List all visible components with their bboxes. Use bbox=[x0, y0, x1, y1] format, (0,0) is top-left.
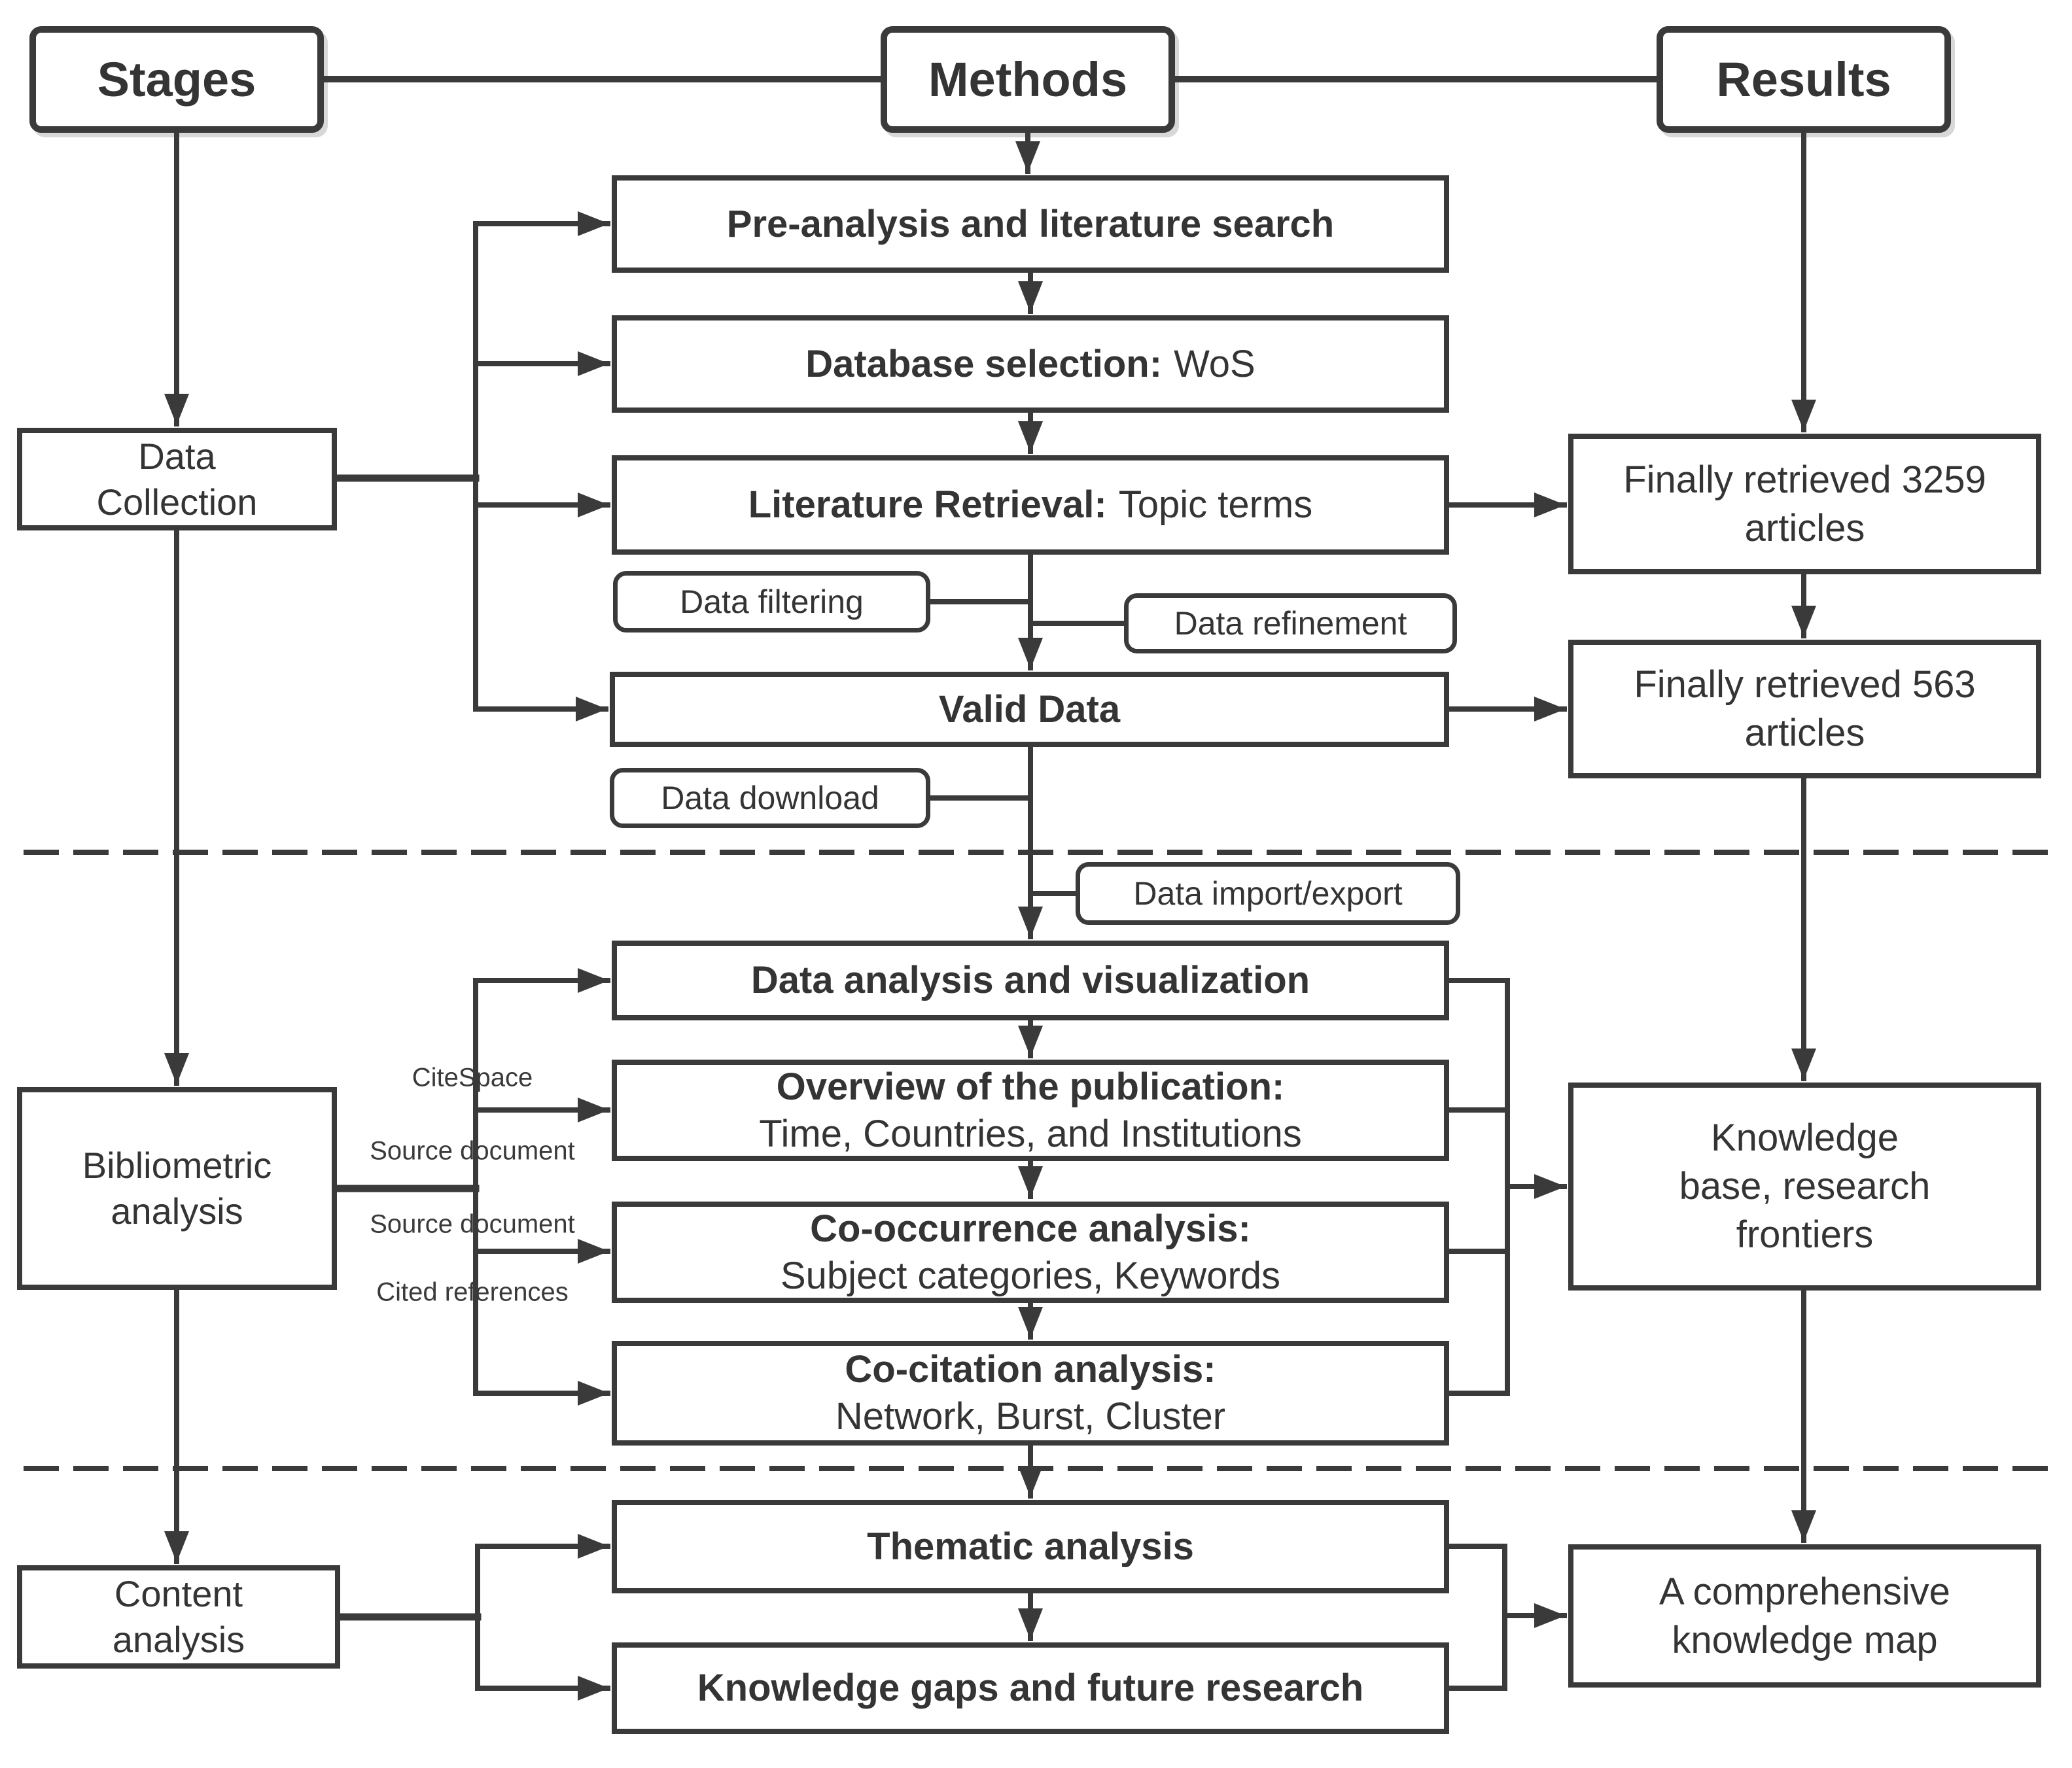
result-label-line: knowledge map bbox=[1672, 1618, 1938, 1661]
method-label-bold: Database selection: bbox=[805, 342, 1163, 385]
stages-header-box: Stages bbox=[29, 26, 324, 133]
result-label-line: Finally retrieved 3259 bbox=[1623, 458, 1986, 501]
method-label-bold: Co-occurrence analysis: bbox=[810, 1207, 1251, 1250]
tag-label: Data filtering bbox=[680, 583, 864, 620]
stage-label-line: Data bbox=[138, 435, 216, 477]
method-label: Knowledge gaps and future research bbox=[697, 1667, 1364, 1709]
method-label: Data analysis and visualization bbox=[750, 959, 1310, 1001]
stages-header-label: Stages bbox=[97, 52, 256, 107]
result-label-line: Knowledge bbox=[1711, 1117, 1899, 1159]
stage-label-line: Collection bbox=[96, 481, 258, 523]
stage-box-data-collection: Data Collection bbox=[17, 428, 337, 530]
method-box-overview-publication: Overview of the publication: Time, Count… bbox=[612, 1060, 1449, 1161]
tag-data-refinement: Data refinement bbox=[1124, 593, 1457, 653]
method-box-database-selection: Database selection: WoS bbox=[612, 315, 1449, 413]
tag-label: Data import/export bbox=[1133, 875, 1403, 912]
method-box-thematic-analysis: Thematic analysis bbox=[612, 1500, 1449, 1593]
result-box-retrieved-563: Finally retrieved 563 articles bbox=[1568, 640, 2041, 778]
methods-header-box: Methods bbox=[881, 26, 1175, 133]
tag-label: Data refinement bbox=[1174, 605, 1407, 642]
result-label-line: frontiers bbox=[1736, 1213, 1874, 1256]
result-label-line: A comprehensive bbox=[1659, 1570, 1950, 1613]
stage-label-line: Bibliometric bbox=[82, 1145, 272, 1186]
method-box-data-analysis: Data analysis and visualization bbox=[612, 941, 1449, 1020]
side-label-cited-references: Cited references bbox=[376, 1277, 569, 1307]
stage-label-line: analysis bbox=[112, 1619, 245, 1660]
results-header-box: Results bbox=[1657, 26, 1951, 133]
method-box-knowledge-gaps: Knowledge gaps and future research bbox=[612, 1642, 1449, 1734]
method-label-regular: Topic terms bbox=[1118, 483, 1313, 526]
result-label-line: articles bbox=[1744, 506, 1865, 549]
result-box-knowledge-base: Knowledge base, research frontiers bbox=[1568, 1083, 2041, 1291]
methods-header-label: Methods bbox=[928, 52, 1128, 107]
result-label-line: Finally retrieved 563 bbox=[1634, 663, 1976, 706]
side-label-citespace: CiteSpace bbox=[412, 1063, 533, 1092]
results-header-label: Results bbox=[1716, 52, 1891, 107]
result-box-retrieved-3259: Finally retrieved 3259 articles bbox=[1568, 434, 2041, 574]
stage-box-content-analysis: Content analysis bbox=[17, 1565, 340, 1669]
stage-label-line: analysis bbox=[111, 1190, 243, 1232]
method-label-regular: Network, Burst, Cluster bbox=[835, 1395, 1226, 1438]
method-box-pre-analysis: Pre-analysis and literature search bbox=[612, 175, 1449, 273]
method-label-bold: Literature Retrieval: bbox=[748, 483, 1107, 526]
tag-data-filtering: Data filtering bbox=[613, 571, 930, 633]
stage-box-bibliometric-analysis: Bibliometric analysis bbox=[17, 1087, 337, 1290]
method-label-bold: Overview of the publication: bbox=[776, 1065, 1285, 1108]
method-box-valid-data: Valid Data bbox=[610, 672, 1449, 747]
result-box-knowledge-map: A comprehensive knowledge map bbox=[1568, 1544, 2041, 1688]
method-box-co-occurrence: Co-occurrence analysis: Subject categori… bbox=[612, 1202, 1449, 1303]
method-box-literature-retrieval: Literature Retrieval: Topic terms bbox=[612, 455, 1449, 555]
side-label-source-document-1: Source document bbox=[370, 1136, 575, 1166]
method-label: Thematic analysis bbox=[867, 1525, 1194, 1568]
method-label: Pre-analysis and literature search bbox=[726, 202, 1335, 245]
method-label-bold: Co-citation analysis: bbox=[845, 1348, 1216, 1391]
method-box-co-citation: Co-citation analysis: Network, Burst, Cl… bbox=[612, 1341, 1449, 1446]
method-label-regular: Subject categories, Keywords bbox=[780, 1254, 1281, 1297]
side-label-source-document-2: Source document bbox=[370, 1209, 575, 1239]
method-label-regular: WoS bbox=[1174, 342, 1255, 385]
method-label-regular: Time, Countries, and Institutions bbox=[759, 1112, 1302, 1155]
result-label-line: articles bbox=[1744, 712, 1865, 754]
method-label: Valid Data bbox=[938, 687, 1121, 731]
tag-label: Data download bbox=[661, 780, 879, 816]
stage-label-line: Content bbox=[114, 1573, 243, 1614]
result-label-line: base, research bbox=[1679, 1165, 1931, 1207]
tag-data-import-export: Data import/export bbox=[1076, 862, 1460, 925]
tag-data-download: Data download bbox=[610, 768, 930, 828]
